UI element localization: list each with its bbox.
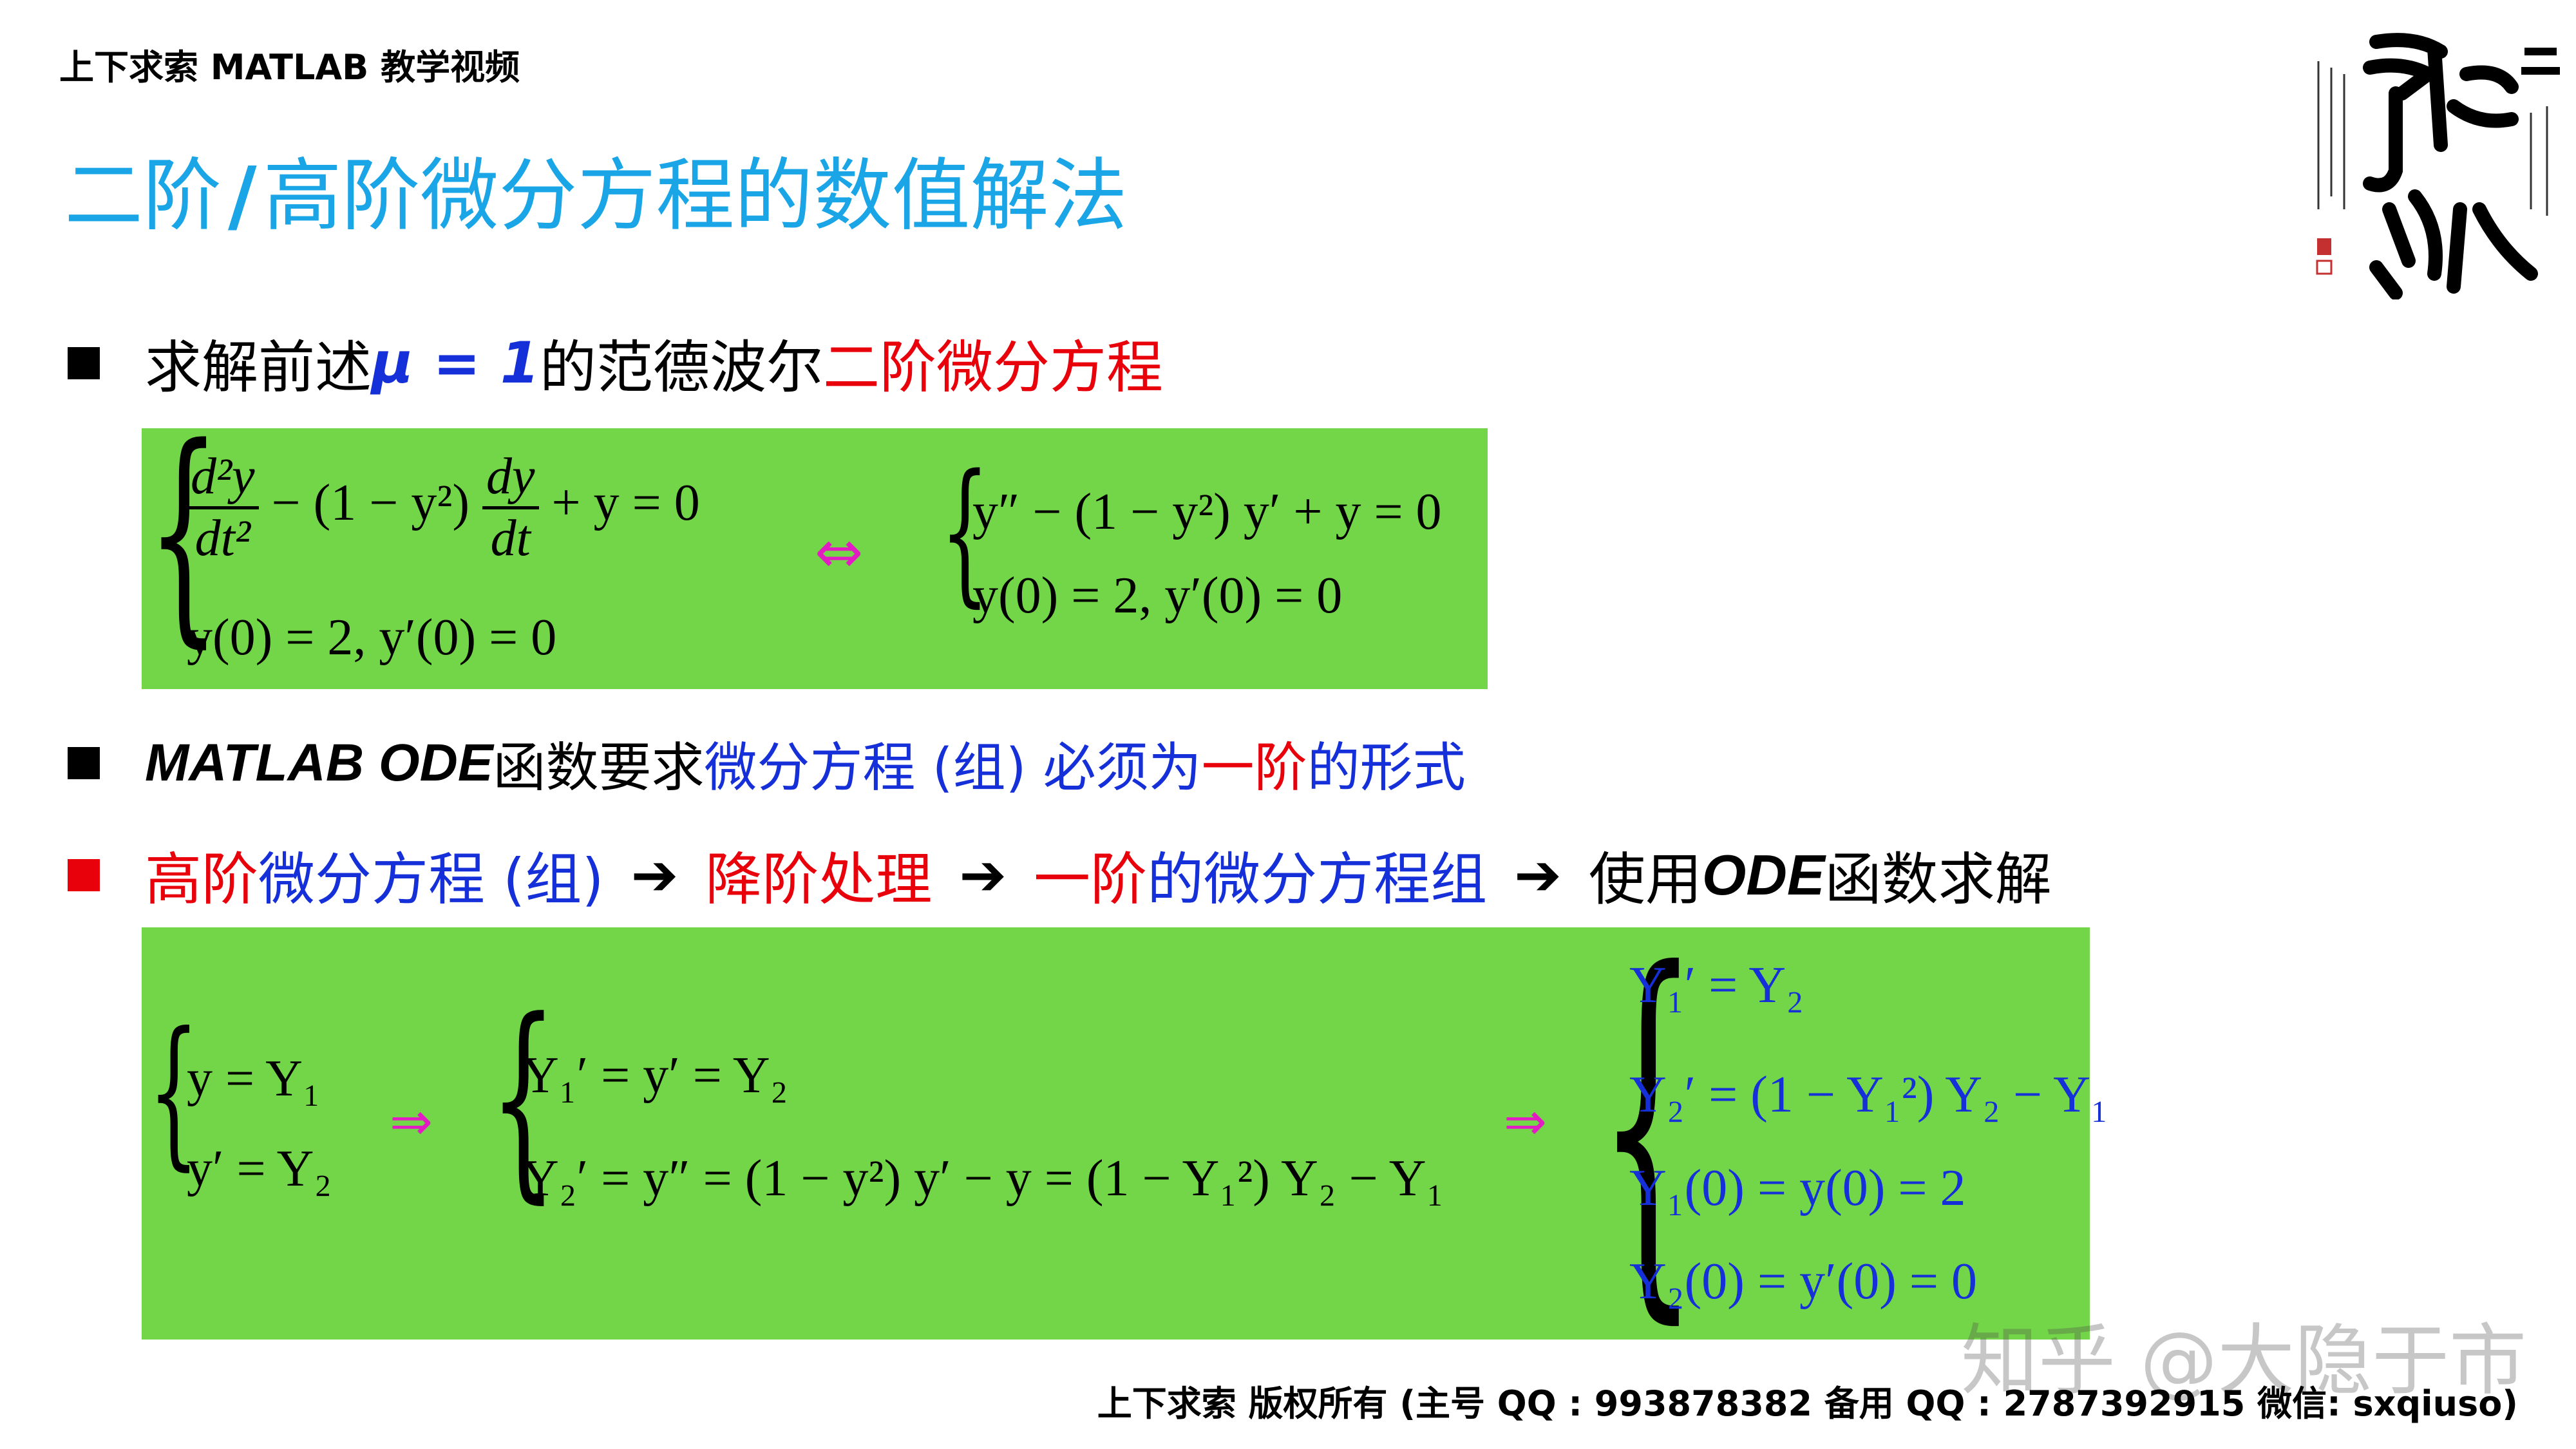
title-slash: /: [228, 150, 257, 242]
system-line-4: Y₂(0) = y′(0) = 0: [1629, 1253, 1977, 1310]
brace-icon: {: [148, 998, 200, 1185]
implies-arrow-icon: ⇒: [390, 1092, 433, 1151]
vdp-init-right: y(0) = 2, y′(0) = 0: [972, 567, 1343, 624]
title-part1: 二阶: [64, 150, 222, 242]
right-arrow-icon: ➔: [630, 842, 679, 908]
implies-arrow-icon: ⇒: [1504, 1092, 1548, 1151]
brace-icon: {: [489, 974, 557, 1222]
frac-numerator: d²y: [187, 448, 259, 509]
right-arrow-icon: ➔: [959, 842, 1007, 908]
bullet2-text3: 微分方程 (组) 必须为: [704, 737, 1202, 799]
derivative-line-1: Y₁′ = y′ = Y₂: [522, 1047, 788, 1104]
bullet3-ode: ODE: [1701, 842, 1825, 907]
frac-dy: dy: [482, 448, 539, 509]
bullet1-text3: 二阶微分方程: [823, 334, 1164, 401]
bullet3-shiyong: 使用: [1588, 846, 1702, 913]
bullet3-yijie: 一阶: [1034, 846, 1148, 913]
bullet-square-icon: [68, 346, 100, 379]
calligraphy-seal-image: [2306, 16, 2576, 300]
bullet-square-icon: [68, 746, 100, 779]
bullet2-text4: 一阶: [1201, 737, 1307, 799]
footer-copyright: 上下求索 版权所有 (主号 QQ : 993878382 备用 QQ : 278…: [1097, 1383, 2518, 1424]
bullet1-text2: 的范德波尔: [540, 334, 824, 401]
substitution-line-2: y′ = Y₂: [187, 1141, 332, 1197]
bullet3-weifen: 微分方程 (组): [258, 846, 604, 913]
system-line-3: Y₁(0) = y(0) = 2: [1629, 1160, 1966, 1217]
bullet3-qiujie: 函数求解: [1824, 846, 2052, 913]
header-text: 上下求索 MATLAB 教学视频: [59, 47, 520, 88]
bullet-2: MATLAB ODE 函数要求微分方程 (组) 必须为一阶的形式: [68, 724, 1466, 801]
equation-middle: − (1 − y²): [271, 474, 470, 531]
bullet1-mu: μ = 1: [372, 330, 540, 396]
bullet1-text1: 求解前述: [145, 334, 372, 401]
bullet-3: 高阶微分方程 (组) ➔ 降阶处理 ➔ 一阶的微分方程组 ➔ 使用 ODE 函数…: [68, 834, 2052, 916]
system-line-1: Y₁′ = Y₂: [1629, 957, 1804, 1014]
right-arrow-icon: ➔: [1514, 842, 1562, 908]
iff-arrow-icon: ⇔: [815, 518, 864, 586]
vdp-init-left: y(0) = 2, y′(0) = 0: [187, 609, 557, 666]
bullet3-jiangjie: 降阶处理: [705, 846, 933, 913]
zhihu-watermark: 知乎 @大隐于市: [1961, 1316, 2527, 1406]
system-line-2: Y₂′ = (1 − Y₁²) Y₂ − Y₁: [1629, 1066, 2108, 1123]
brace-icon: {: [1597, 891, 1699, 1356]
equation-tail: + y = 0: [551, 474, 700, 531]
equation-box-2: { y = Y₁ y′ = Y₂ ⇒ { Y₁′ = y′ = Y₂ Y₂′ =…: [142, 891, 2108, 1356]
left-brace-icon: {: [147, 397, 221, 667]
bullet2-text5: 的形式: [1307, 737, 1466, 799]
vdp-equation-right: y″ − (1 − y²) y′ + y = 0: [972, 484, 1442, 540]
bullet-square-red-icon: [68, 858, 100, 891]
bullet3-fangchengzu: 的微分方程组: [1147, 846, 1488, 913]
right-brace-icon: {: [940, 441, 990, 621]
bullet3-gaojie: 高阶: [145, 846, 259, 913]
frac-denominator: dt²: [194, 510, 251, 567]
bullet2-text2: 函数要求: [493, 737, 705, 799]
substitution-line-1: y = Y₁: [187, 1050, 321, 1107]
bullet2-matlab-ode: MATLAB ODE: [145, 733, 493, 792]
page-title: 二阶/高阶微分方程的数值解法: [64, 132, 1128, 246]
derivative-line-2: Y₂′ = y″ = (1 − y²) y′ − y = (1 − Y₁²) Y…: [522, 1150, 1444, 1207]
title-part2: 高阶微分方程的数值解法: [263, 150, 1128, 242]
frac-dt: dt: [490, 510, 531, 567]
bullet-1: 求解前述 μ = 1 的范德波尔二阶微分方程: [68, 322, 1163, 404]
